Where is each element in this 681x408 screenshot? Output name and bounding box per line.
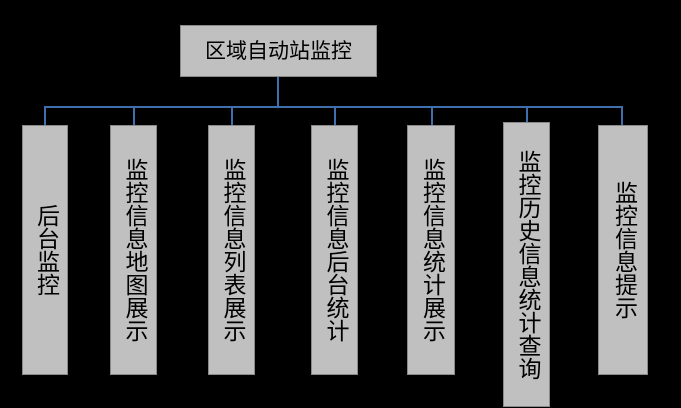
node-child-6-label: 监控历史信息统计查询 <box>514 149 540 380</box>
node-child-7-label: 监控信息提示 <box>610 181 637 319</box>
connector-drop-3 <box>231 106 233 125</box>
node-child-4[interactable]: 监控信息后台统计 <box>311 125 358 375</box>
node-root[interactable]: 区域自动站监控 <box>180 25 377 77</box>
connector-drop-7 <box>621 106 623 125</box>
node-child-5-label: 监控信息统计展示 <box>418 158 445 342</box>
node-child-4-label: 监控信息后台统计 <box>322 158 348 342</box>
connector-drop-4 <box>334 106 336 125</box>
node-child-2[interactable]: 监控信息地图展示 <box>110 125 157 375</box>
node-child-1-label: 后台监控 <box>32 204 59 296</box>
node-child-1[interactable]: 后台监控 <box>22 125 68 375</box>
node-child-5[interactable]: 监控信息统计展示 <box>407 125 455 375</box>
node-child-7[interactable]: 监控信息提示 <box>598 125 648 375</box>
connector-horizontal-bus <box>44 106 622 108</box>
node-child-3[interactable]: 监控信息列表展示 <box>208 125 255 375</box>
connector-drop-1 <box>44 106 46 125</box>
connector-drop-2 <box>133 106 135 125</box>
node-child-6[interactable]: 监控历史信息统计查询 <box>503 122 550 407</box>
node-child-2-label: 监控信息地图展示 <box>121 158 147 342</box>
connector-drop-6 <box>526 106 528 122</box>
connector-root-stem <box>277 77 279 107</box>
node-child-3-label: 监控信息列表展示 <box>219 158 245 342</box>
connector-drop-5 <box>431 106 433 125</box>
node-root-label: 区域自动站监控 <box>205 38 352 63</box>
